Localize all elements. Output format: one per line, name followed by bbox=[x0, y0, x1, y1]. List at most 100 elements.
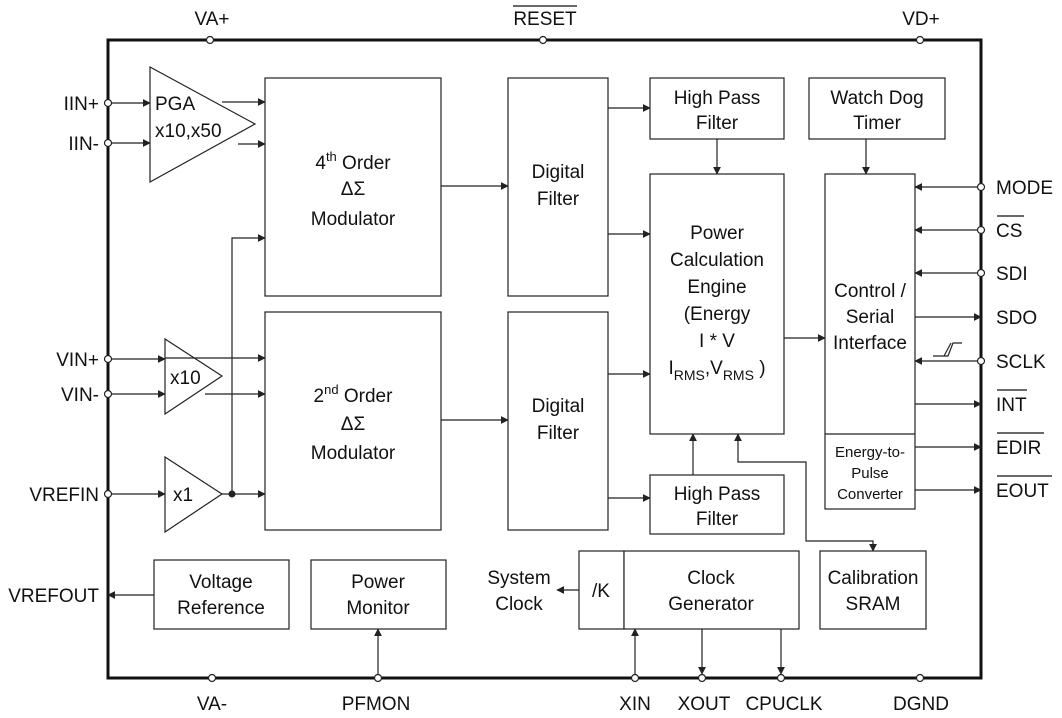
ref-junction bbox=[228, 490, 236, 498]
hpf-1 bbox=[649, 77, 785, 140]
control-line2: Serial bbox=[846, 307, 895, 328]
pin-cpuclk-label: CPUCLK bbox=[745, 694, 822, 715]
pin-mode bbox=[976, 182, 986, 192]
pce-line-1: Power bbox=[690, 223, 745, 244]
hpf-2-line1: High Pass bbox=[674, 484, 761, 505]
pin-pfmon bbox=[373, 673, 383, 683]
pga-gain-label: x10,x50 bbox=[155, 121, 222, 142]
hpf-1-line1: High Pass bbox=[674, 88, 761, 109]
pga-amplifier bbox=[149, 65, 257, 184]
schmitt-trigger-icon bbox=[933, 342, 962, 357]
control-serial-interface bbox=[824, 173, 916, 510]
e2p-line1: Energy-to- bbox=[835, 444, 905, 461]
pin-cs bbox=[976, 225, 986, 235]
power-monitor bbox=[310, 559, 447, 630]
pin-vrefin bbox=[103, 489, 113, 499]
pin-reset-label: RESET bbox=[513, 9, 577, 30]
digital-filter-1-line2: Filter bbox=[537, 189, 580, 210]
pin-sclk bbox=[976, 356, 986, 366]
watchdog-line2: Timer bbox=[853, 113, 902, 134]
pin-eout-label: EOUT bbox=[996, 481, 1049, 502]
digital-filter-2-line1: Digital bbox=[532, 396, 585, 417]
clkgen-line1: Clock bbox=[687, 568, 735, 589]
wire-pce-to-calsram bbox=[734, 433, 877, 552]
pin-vin-plus-label: VIN+ bbox=[56, 350, 99, 371]
voltage-amp-label: x10 bbox=[170, 368, 201, 389]
pin-iin-plus bbox=[103, 98, 113, 108]
pga-label: PGA bbox=[155, 94, 195, 115]
e2p-line2: Pulse bbox=[851, 465, 889, 482]
pin-edir-label: EDIR bbox=[996, 438, 1041, 459]
pin-vin-minus bbox=[103, 389, 113, 399]
pin-xout bbox=[697, 673, 707, 683]
pin-vd-plus-label: VD+ bbox=[902, 9, 940, 30]
pin-xout-label: XOUT bbox=[678, 694, 731, 715]
pce-line-2: Calculation bbox=[670, 250, 764, 271]
pin-sdi bbox=[976, 268, 986, 278]
mod2-title: 2nd Order bbox=[314, 382, 394, 407]
hpf-2-line2: Filter bbox=[696, 509, 739, 530]
pce-line-5: I * V bbox=[699, 331, 735, 352]
pin-int-label: INT bbox=[996, 395, 1027, 416]
system-clock-line1: System bbox=[487, 568, 550, 589]
hpf-1-line2: Filter bbox=[696, 113, 739, 134]
vref-line1: Voltage bbox=[189, 572, 252, 593]
pin-iin-plus-label: IIN+ bbox=[64, 94, 99, 115]
e2p-line3: Converter bbox=[837, 486, 903, 503]
voltage-reference bbox=[153, 559, 290, 630]
pin-vrefout-label: VREFOUT bbox=[8, 586, 99, 607]
reference-buffer-label: x1 bbox=[173, 485, 193, 506]
control-line3: Interface bbox=[833, 333, 907, 354]
mod2-label: Modulator bbox=[311, 443, 396, 464]
pin-vin-minus-label: VIN- bbox=[61, 385, 99, 406]
pin-sclk-label: SCLK bbox=[996, 352, 1046, 373]
power-calculation-engine bbox=[649, 173, 785, 435]
mod4-block bbox=[264, 77, 442, 297]
pmon-line2: Monitor bbox=[346, 598, 410, 619]
pin-iin-minus bbox=[103, 138, 113, 148]
pce-line-3: Engine bbox=[687, 277, 746, 298]
mod2-block bbox=[264, 311, 442, 531]
pin-dgnd-label: DGND bbox=[893, 694, 949, 715]
pin-cpuclk bbox=[776, 673, 786, 683]
reference-buffer bbox=[164, 455, 224, 534]
divide-by-k bbox=[578, 550, 625, 630]
pin-sdo-label: SDO bbox=[996, 308, 1037, 329]
watchdog-line1: Watch Dog bbox=[830, 88, 923, 109]
digital-filter-1 bbox=[507, 77, 609, 297]
pce-line-4: (Energy bbox=[684, 304, 751, 325]
pin-mode-label: MODE bbox=[996, 178, 1053, 199]
mod2-symbol: ΔΣ bbox=[341, 414, 365, 435]
pin-vd-plus bbox=[915, 35, 925, 45]
pmon-line1: Power bbox=[351, 572, 406, 593]
pin-va-plus-label: VA+ bbox=[194, 9, 229, 30]
pin-xin bbox=[630, 673, 640, 683]
pin-va-minus bbox=[207, 673, 217, 683]
pin-va-plus bbox=[205, 35, 215, 45]
pin-va-minus-label: VA- bbox=[197, 694, 227, 715]
pce-line-6: IRMS,VRMS ) bbox=[668, 358, 765, 383]
pin-cs-label: CS bbox=[996, 221, 1022, 242]
wire-ref-to-mod4 bbox=[231, 234, 266, 494]
pin-vrefin-label: VREFIN bbox=[29, 485, 99, 506]
pin-sdi-label: SDI bbox=[996, 264, 1028, 285]
calsram-line2: SRAM bbox=[846, 594, 901, 615]
divk-label: /K bbox=[592, 581, 610, 602]
digital-filter-2-line2: Filter bbox=[537, 423, 580, 444]
mod4-label: Modulator bbox=[311, 209, 396, 230]
schmitt-trigger-icon-b bbox=[943, 342, 952, 357]
mod4-title: 4th Order bbox=[315, 149, 391, 174]
pin-dgnd bbox=[915, 673, 925, 683]
watchdog-timer bbox=[808, 77, 946, 140]
pin-xin-label: XIN bbox=[619, 694, 651, 715]
calibration-sram bbox=[819, 550, 927, 630]
pin-vin-plus bbox=[103, 354, 113, 364]
control-line1: Control / bbox=[834, 281, 907, 302]
mod4-symbol: ΔΣ bbox=[341, 179, 365, 200]
calsram-line1: Calibration bbox=[828, 568, 919, 589]
clkgen-line2: Generator bbox=[668, 594, 754, 615]
digital-filter-2 bbox=[507, 311, 609, 531]
pin-pfmon-label: PFMON bbox=[342, 694, 411, 715]
pin-reset bbox=[538, 35, 548, 45]
